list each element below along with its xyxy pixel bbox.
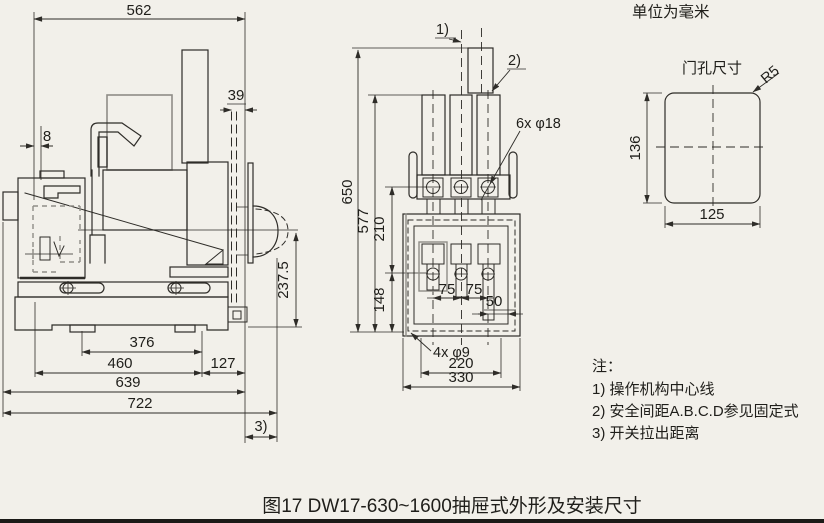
figure-caption: 图17 DW17-630~1600抽屉式外形及安装尺寸 [262, 495, 642, 517]
dim-r5: R5 [758, 63, 782, 87]
side-step-bracket [43, 185, 81, 199]
front-stem-right [481, 198, 496, 215]
dim-562: 562 [126, 2, 151, 19]
side-busbar-stub [181, 49, 209, 164]
radius-leader [752, 72, 780, 93]
front-lower-terminal-highlight [418, 241, 448, 292]
side-slot-band [17, 281, 229, 298]
side-top-bracket [39, 170, 65, 179]
side-inner-arrow [53, 241, 65, 258]
side-slot-right-cross [168, 281, 184, 295]
front-top-stub [467, 47, 494, 94]
front-frame-inner [413, 225, 509, 325]
front-terminal-sq-left [422, 177, 444, 198]
side-base-tab-left [69, 324, 96, 333]
side-handle-post [97, 136, 108, 168]
side-racking-diagonal [24, 192, 224, 251]
side-diagonal-arrowhead [204, 248, 224, 265]
side-slot-left-cross [60, 281, 76, 295]
ref-note1: 1) [436, 22, 449, 38]
dim-50: 50 [486, 293, 503, 310]
side-base [14, 296, 229, 331]
dim-136: 136 [627, 135, 644, 160]
side-body-block [186, 161, 229, 266]
dim-376: 376 [129, 334, 154, 351]
side-shelf [169, 266, 229, 278]
leader-top-holes-tail [480, 183, 491, 201]
front-centerlines [432, 28, 489, 345]
notes-heading: 注： [592, 358, 622, 375]
door-hole-detail: 门孔尺寸 136 125 R5 [627, 60, 783, 228]
label-bottom-holes: 4x φ9 [433, 345, 470, 361]
dim-220: 220 [448, 355, 473, 372]
front-busbar-mid [449, 94, 473, 176]
front-busbar-left [421, 94, 446, 176]
front-handle-left [408, 151, 418, 199]
side-drawout-dashed [32, 205, 81, 273]
side-base-tab-right [174, 324, 196, 333]
front-frame-outer [402, 213, 521, 337]
door-hole-title: 门孔尺寸 [682, 60, 742, 77]
side-door-stiffener [247, 162, 254, 264]
front-frame-dashed [407, 219, 516, 332]
label-top-holes: 6x φ18 [516, 116, 561, 132]
front-lower-stem-left [426, 263, 440, 291]
door-hole-outline [664, 92, 761, 204]
front-lower-sq-right [477, 243, 501, 265]
dim-237-5: 237.5 [275, 261, 292, 299]
units-note: 单位为毫米 [632, 2, 710, 21]
bottom-border [0, 519, 824, 523]
side-extension-lines [2, 12, 302, 443]
note-item-1: 1) 操作机构中心线 [592, 381, 715, 398]
dim-460: 460 [107, 355, 132, 372]
front-view: 650 577 210 148 75 75 50 6x φ18 4x φ9 1)… [339, 22, 561, 391]
side-knob [252, 205, 279, 258]
dim-722: 722 [127, 395, 152, 412]
dim-639: 639 [115, 374, 140, 391]
dim-148: 148 [371, 287, 388, 312]
dim-8: 8 [43, 128, 51, 145]
notes-block: 注： 1) 操作机构中心线 2) 安全间距A.B.C.D参见固定式 3) 开关拉… [592, 358, 799, 442]
front-busbar-right [476, 94, 501, 176]
dim-577: 577 [355, 208, 372, 233]
front-terminal-sq-right [477, 177, 499, 198]
note-item-2: 2) 安全间距A.B.C.D参见固定式 [592, 402, 799, 420]
side-knob-pulled-dashed [255, 208, 289, 255]
front-stem-left [426, 198, 441, 215]
side-crank-handle [90, 122, 142, 177]
front-lower-sq-mid [450, 243, 472, 265]
side-view: 562 8 39 237.5 376 460 127 639 722 3) [2, 2, 302, 443]
ref-note1-arrow [448, 37, 462, 43]
side-escutcheon-ticks [237, 206, 248, 256]
side-rear-tab [2, 191, 19, 221]
dim-650: 650 [339, 179, 356, 204]
dim-330: 330 [448, 369, 473, 386]
dim-125: 125 [699, 206, 724, 223]
dim-pullout-ref: 3) [255, 419, 268, 435]
side-mech-box [102, 169, 188, 231]
dim-75b: 75 [466, 281, 483, 298]
dim-210: 210 [371, 216, 388, 241]
side-inner-block [39, 236, 51, 261]
dim-39: 39 [228, 87, 245, 104]
side-rear-foot-bracket [227, 306, 248, 323]
door-hole-centerlines [656, 85, 764, 210]
door-hole-extensions [643, 92, 761, 228]
leader-top-holes [489, 130, 521, 185]
ref-note2-leader [491, 69, 511, 92]
ref-note2: 2) [508, 53, 521, 69]
side-lower-channel [89, 234, 106, 264]
note-item-3: 3) 开关拉出距离 [592, 425, 700, 442]
leader-bottom-holes [410, 332, 432, 352]
front-handle-right [508, 151, 518, 199]
front-terminal-sq-mid [450, 177, 472, 198]
dim-75a: 75 [439, 281, 456, 298]
dim-127: 127 [210, 355, 235, 372]
side-rear-foot-block [232, 310, 242, 320]
side-door-dashed [231, 111, 237, 306]
front-lower-stem-right [482, 263, 495, 321]
